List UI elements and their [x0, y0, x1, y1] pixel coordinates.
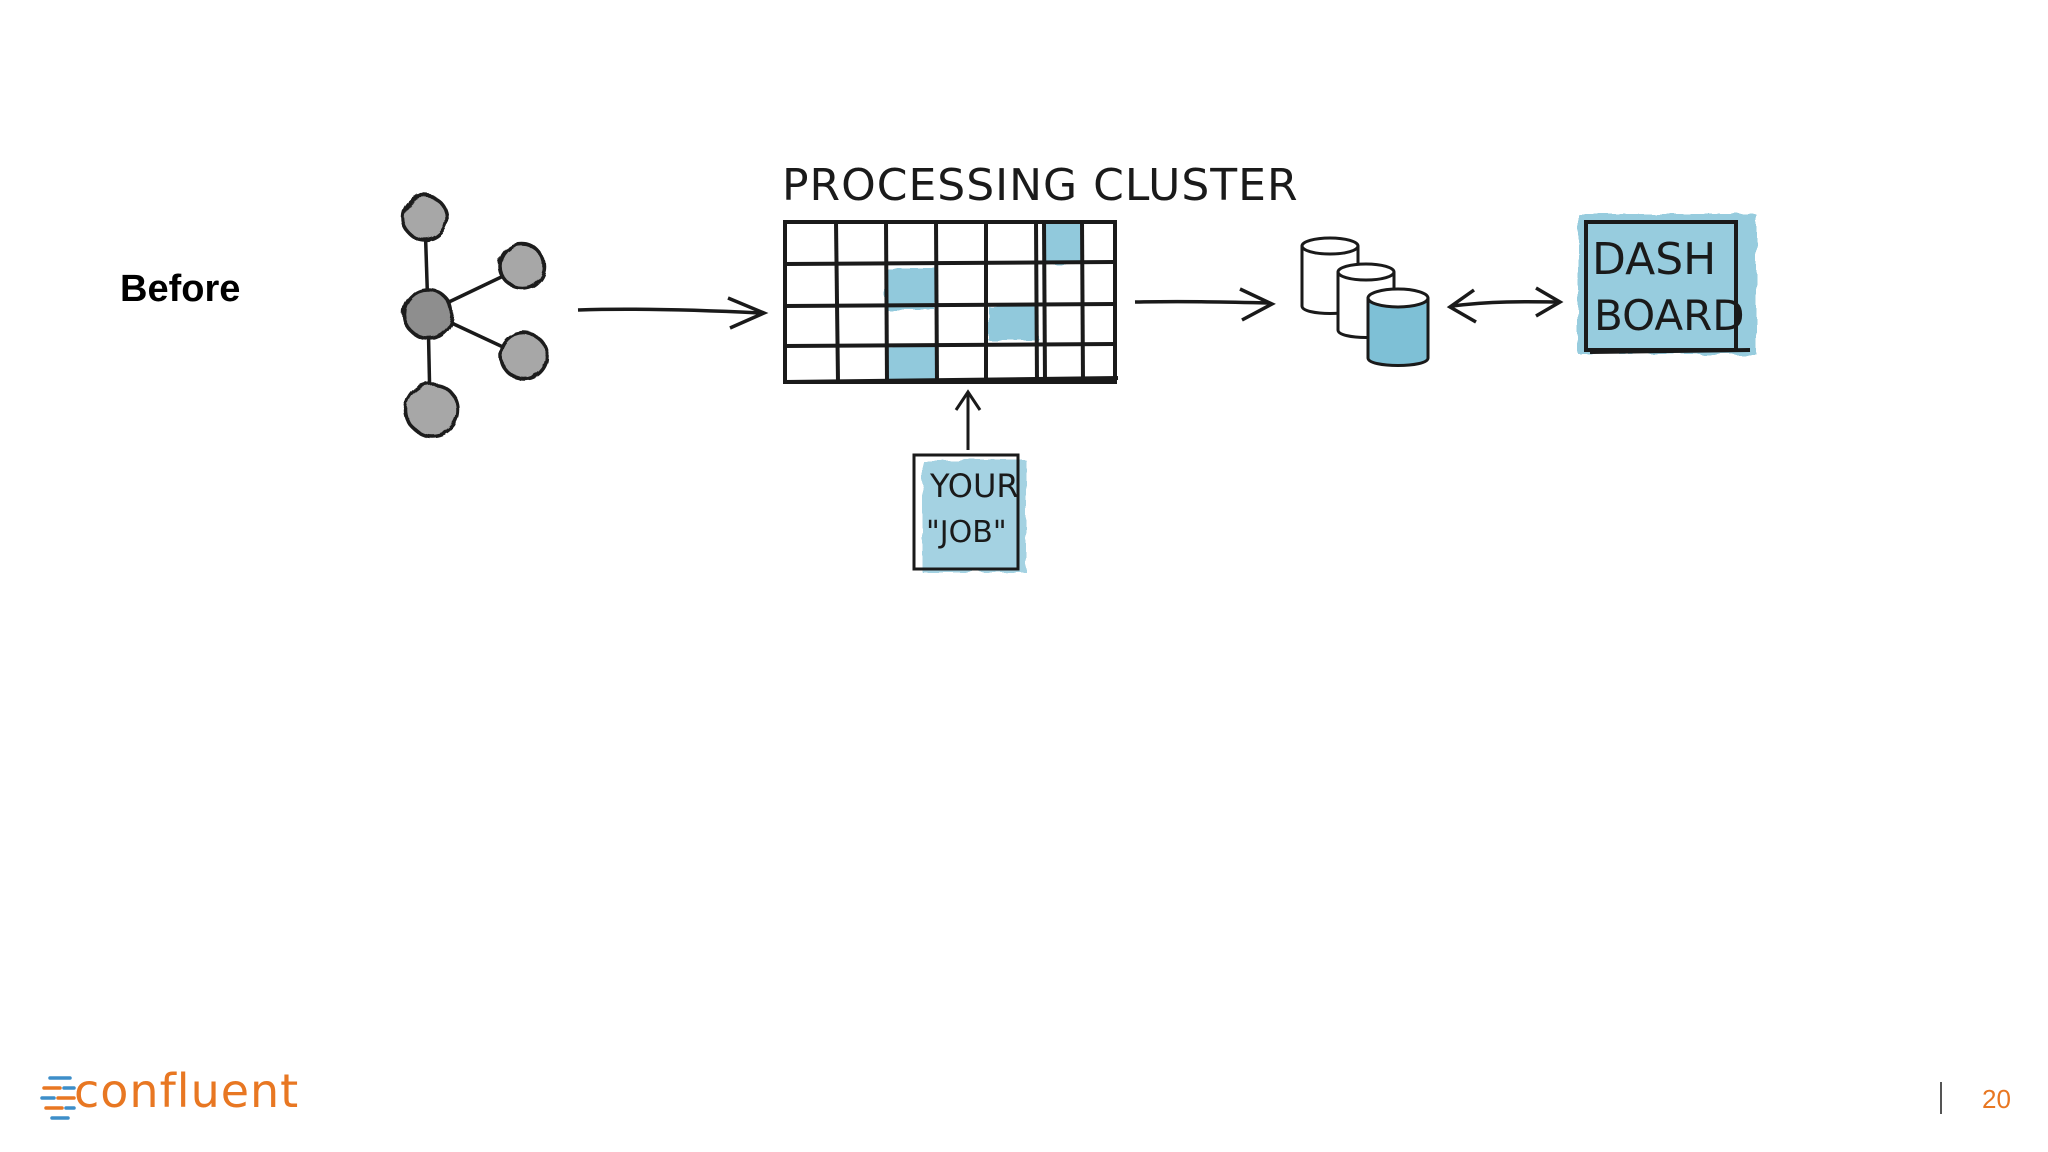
graph-node — [499, 331, 549, 381]
graph-node — [401, 194, 449, 242]
job-box-line1: YOUR — [929, 467, 1019, 505]
graph-node — [404, 382, 460, 438]
database-icon — [1300, 236, 1430, 367]
arrow-right-icon — [577, 296, 769, 330]
confluent-logo: confluent — [40, 1064, 340, 1130]
job-box-line2: "JOB" — [926, 515, 1007, 550]
confluent-mark-icon — [40, 1076, 76, 1120]
dashboard-box: DASH BOARD — [1578, 214, 1756, 354]
page-divider — [1940, 1082, 1942, 1114]
graph-node — [402, 288, 454, 340]
arrow-up-icon — [954, 389, 982, 450]
arrow-right-icon — [1134, 287, 1276, 322]
your-job-box: YOUR "JOB" — [912, 453, 1026, 572]
source-graph-icon — [401, 194, 549, 438]
bidirectional-arrow-icon — [1446, 286, 1564, 324]
cluster-title: PROCESSING CLUSTER — [782, 160, 1299, 211]
dashboard-line2: BOARD — [1594, 291, 1745, 340]
dashboard-line1: DASH — [1592, 234, 1716, 285]
confluent-wordmark: confluent — [74, 1064, 300, 1118]
processing-cluster-grid — [783, 220, 1119, 384]
before-label: Before — [120, 268, 241, 310]
page-number: 20 — [1982, 1084, 2011, 1114]
graph-node — [498, 242, 546, 290]
